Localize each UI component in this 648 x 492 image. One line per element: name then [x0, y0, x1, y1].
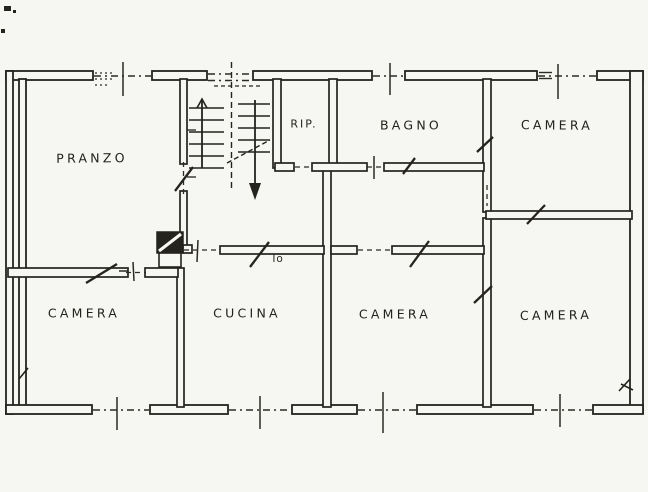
flue-icon	[156, 231, 184, 268]
stairs-down-arrow-icon	[249, 100, 261, 200]
scan-specks	[1, 6, 16, 33]
room-label-camera-ovest: CAMERA	[47, 305, 121, 321]
room-label-camera-centrale: CAMERA	[358, 306, 432, 322]
wall-note-label: Io	[272, 253, 284, 265]
room-label-cucina: CUCINA	[213, 305, 281, 321]
exterior-walls	[5, 70, 644, 415]
room-label-camera-sud-est: CAMERA	[519, 306, 593, 324]
window-openings	[93, 62, 596, 433]
room-label-rip: RIP.	[290, 117, 318, 131]
room-label-pranzo: PRANZO	[56, 150, 128, 166]
staircase	[187, 62, 271, 192]
room-label-bagno: BAGNO	[379, 117, 443, 133]
stairs-up-arrow-icon	[196, 97, 208, 168]
door-slash-marks	[18, 136, 634, 392]
door-openings	[119, 156, 488, 282]
room-label-camera-nord-est: CAMERA	[520, 117, 594, 133]
